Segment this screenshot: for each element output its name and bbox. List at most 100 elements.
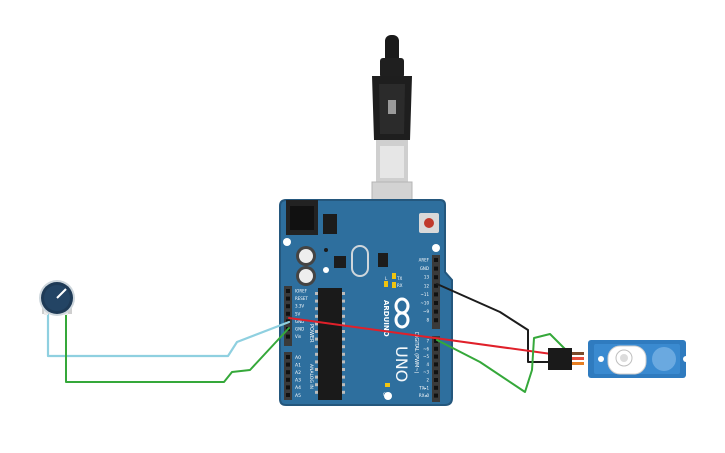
header-pin-hole[interactable] xyxy=(434,393,438,398)
chip-pin xyxy=(342,322,345,326)
chip-pin xyxy=(342,337,345,341)
chip-pin xyxy=(315,345,318,349)
header-pin-hole[interactable] xyxy=(434,354,438,359)
chip-pin xyxy=(342,360,345,364)
header-pin-hole[interactable] xyxy=(286,304,290,309)
digital-pin-label: AREF xyxy=(419,258,430,263)
chip-pin xyxy=(342,345,345,349)
wire-pwm-to-servo[interactable] xyxy=(436,333,567,393)
micro-servo-icon[interactable] xyxy=(548,340,689,378)
digital-pin-label: RX◂0 xyxy=(419,393,430,398)
digital-pin-label: 4 xyxy=(426,362,429,367)
digital-pin-label: ~5 xyxy=(423,354,429,359)
header-pin-hole[interactable] xyxy=(434,301,438,305)
chip-pin xyxy=(315,360,318,364)
crystal-oscillator xyxy=(351,245,369,277)
led-rx-label: RX xyxy=(397,283,403,288)
header-pin-hole[interactable] xyxy=(434,378,438,382)
board-brand-label: ARDUINO xyxy=(382,300,390,337)
analog-pin-label: A3 xyxy=(295,378,301,384)
wire-gnd-to-servo[interactable] xyxy=(436,283,566,363)
chip-pin xyxy=(342,299,345,303)
header-pin-hole[interactable] xyxy=(434,370,438,375)
header-pin-hole[interactable] xyxy=(434,346,438,351)
smd-chip xyxy=(334,256,346,268)
header-pin-hole[interactable] xyxy=(286,289,290,293)
header-pin-hole[interactable] xyxy=(434,362,438,367)
chip-pin xyxy=(342,307,345,311)
analog-pin-label: A4 xyxy=(295,385,301,391)
digital-pin-label: 8 xyxy=(426,318,429,323)
analog-pin-label: A1 xyxy=(295,362,301,368)
header-pin-hole[interactable] xyxy=(286,362,290,367)
capacitor-top xyxy=(296,246,316,266)
header-pin-hole[interactable] xyxy=(286,385,290,390)
header-pin-hole[interactable] xyxy=(286,355,290,359)
analog-pin-label: A0 xyxy=(295,355,301,361)
wires xyxy=(46,283,567,393)
reset-button[interactable] xyxy=(419,213,439,233)
header-pin-hole[interactable] xyxy=(434,309,438,314)
chip-pin xyxy=(315,368,318,371)
chip-pin xyxy=(315,330,318,333)
chip-pin xyxy=(342,352,345,356)
header-pin-hole[interactable] xyxy=(434,275,438,280)
header-pin-hole[interactable] xyxy=(434,318,438,323)
header-pin-hole[interactable] xyxy=(434,385,438,390)
led-on-label: ON xyxy=(383,392,389,397)
wire-pot-to-gnd[interactable] xyxy=(65,311,290,383)
header-pin-hole[interactable] xyxy=(434,283,438,288)
power-pin-label: IOREF xyxy=(295,289,308,294)
header-pin-hole[interactable] xyxy=(434,266,438,271)
chip-pin xyxy=(342,368,345,371)
chip-pin xyxy=(342,390,345,394)
chip-pin xyxy=(342,383,345,387)
chip-pin xyxy=(342,375,345,379)
digital-pin-label: 13 xyxy=(424,275,430,280)
digital-pin-label: GND xyxy=(420,266,429,271)
atmega-chip xyxy=(315,288,345,400)
power-header[interactable] xyxy=(284,286,292,346)
chip-pin xyxy=(315,383,318,387)
digital-pin-label: ~3 xyxy=(423,370,429,375)
digital-pin-label: 7 xyxy=(426,339,429,344)
power-header-title: POWER xyxy=(308,324,314,343)
header-pin-hole[interactable] xyxy=(434,292,438,297)
digital-header-bottom[interactable] xyxy=(432,336,440,402)
chip-pin xyxy=(342,330,345,333)
chip-pin xyxy=(315,375,318,379)
wire-5v-to-servo[interactable] xyxy=(288,317,567,357)
chip-pin xyxy=(315,322,318,326)
wire-pot-wiper-to-analog[interactable] xyxy=(46,310,291,358)
capacitor-bottom xyxy=(296,266,316,286)
digital-header-top[interactable] xyxy=(432,255,440,329)
usb-chip xyxy=(378,253,388,267)
chip-pin xyxy=(315,307,318,311)
header-pin-hole[interactable] xyxy=(286,393,290,397)
header-pin-hole[interactable] xyxy=(434,258,438,262)
chip-pin xyxy=(315,314,318,318)
voltage-regulator xyxy=(323,214,337,234)
header-pin-hole[interactable] xyxy=(286,296,290,301)
header-pin-hole[interactable] xyxy=(286,377,290,382)
header-pin-hole[interactable] xyxy=(286,311,290,316)
header-pin-hole[interactable] xyxy=(286,334,290,339)
analog-pin-label: A2 xyxy=(295,370,301,376)
analog-header[interactable] xyxy=(284,352,292,400)
power-pin-label: Vin xyxy=(295,334,302,339)
chip-pin xyxy=(315,292,318,295)
power-pin-label: GND xyxy=(295,319,304,324)
analog-header-title: ANALOG IN xyxy=(308,364,314,389)
digital-header-title: DIGITAL (PWM~) xyxy=(413,332,419,374)
header-pin-hole[interactable] xyxy=(286,370,290,375)
dc-power-jack xyxy=(286,200,318,235)
potentiometer-knob-icon[interactable] xyxy=(39,280,75,316)
power-pin-label: GND xyxy=(295,327,304,332)
chip-pin xyxy=(315,390,318,394)
header-pin-hole[interactable] xyxy=(434,339,438,343)
chip-pin xyxy=(342,314,345,318)
power-pin-label: 3.3V xyxy=(295,304,304,309)
chip-pin xyxy=(315,299,318,303)
arduino-uno-board[interactable]: L TX RX ON ARDUINO UNO IOREFRESET3.3V5VG… xyxy=(279,199,453,406)
digital-pin-label: 12 xyxy=(424,283,430,288)
